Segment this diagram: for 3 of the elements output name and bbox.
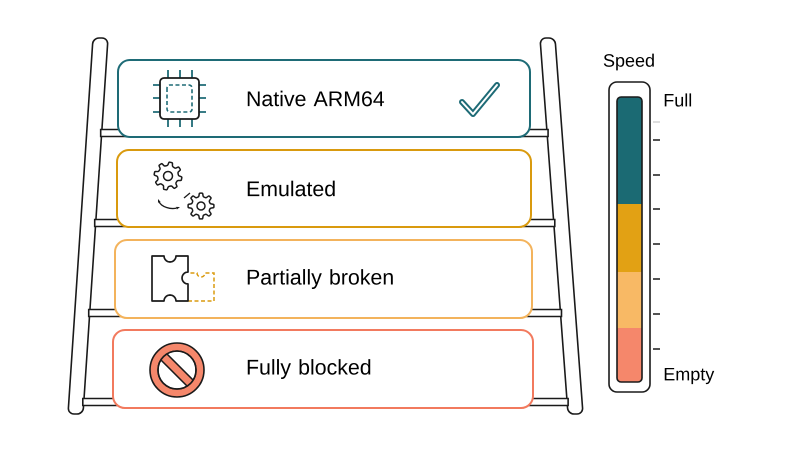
scale-label: Full <box>664 93 692 107</box>
scale-label: Empty <box>664 368 714 384</box>
axis-label: Speed <box>604 54 654 70</box>
